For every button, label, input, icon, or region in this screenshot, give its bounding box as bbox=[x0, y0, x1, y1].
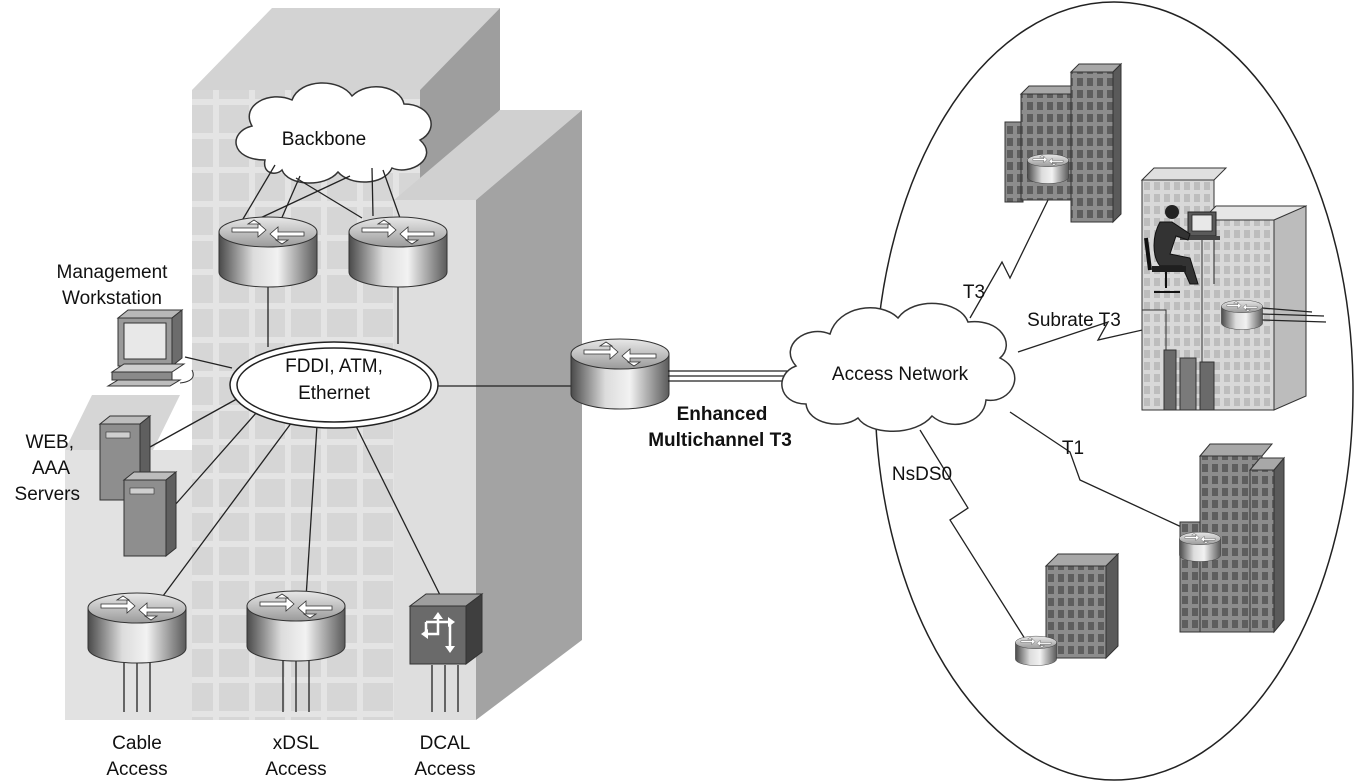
cable-label-line1: Cable bbox=[112, 733, 162, 754]
link-label-line1: Enhanced bbox=[677, 404, 768, 425]
xdsl-label-line2: Access bbox=[265, 759, 326, 780]
workstation-icon bbox=[106, 308, 194, 387]
router-icon bbox=[1221, 299, 1263, 330]
lan-ring: FDDI, ATM, Ethernet bbox=[229, 341, 439, 429]
router-icon bbox=[218, 216, 318, 288]
router-icon bbox=[87, 592, 187, 664]
router-icon bbox=[246, 590, 346, 662]
building-icon bbox=[1044, 552, 1120, 660]
backbone-label: Backbone bbox=[282, 129, 367, 150]
router-icon bbox=[1027, 153, 1069, 184]
cable-label-line2: Access bbox=[106, 759, 167, 780]
access-network-cloud-icon: Access Network bbox=[781, 302, 1016, 432]
subrate-t3-label: Subrate T3 bbox=[1027, 310, 1121, 331]
lan-stubs bbox=[1261, 307, 1327, 323]
lan-label-line2: Ethernet bbox=[298, 383, 371, 404]
servers-label-line3: Servers bbox=[15, 484, 80, 505]
t3-label: T3 bbox=[963, 282, 985, 303]
multichannel-t3-link bbox=[668, 370, 800, 382]
building-icon bbox=[1004, 62, 1123, 224]
mgmt-label-line1: Management bbox=[57, 262, 169, 283]
servers-label-line1: WEB, bbox=[25, 432, 74, 453]
access-network-label: Access Network bbox=[832, 364, 969, 385]
router-icon bbox=[348, 216, 448, 288]
router-icon bbox=[1015, 635, 1057, 666]
user-icon bbox=[1144, 205, 1220, 293]
lan-label-line1: FDDI, ATM, bbox=[285, 356, 383, 377]
t1-label: T1 bbox=[1062, 438, 1084, 459]
router-icon bbox=[1179, 531, 1221, 562]
dcal-label-line2: Access bbox=[414, 759, 475, 780]
link-label-line2: Multichannel T3 bbox=[648, 430, 792, 451]
nsds0-label: NsDS0 bbox=[892, 464, 952, 485]
mgmt-label-line2: Workstation bbox=[62, 288, 162, 309]
backbone-links bbox=[123, 164, 576, 712]
xdsl-label-line1: xDSL bbox=[273, 733, 319, 754]
router-icon bbox=[570, 338, 670, 410]
switch-icon bbox=[408, 593, 484, 665]
servers-label-line2: AAA bbox=[32, 458, 70, 479]
dcal-label-line1: DCAL bbox=[420, 733, 471, 754]
server-icon bbox=[122, 470, 178, 558]
backbone-cloud-icon: Backbone bbox=[235, 82, 432, 184]
